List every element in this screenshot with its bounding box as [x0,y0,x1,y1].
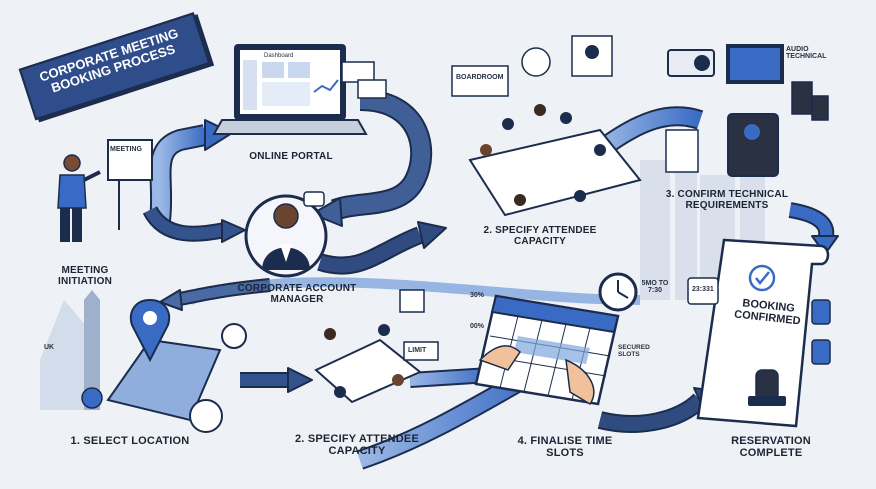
label-technical-requirements: 3. CONFIRM TECHNICAL REQUIREMENTS [665,189,789,211]
sign-meeting: MEETING [110,146,142,153]
time-range-text: 5MO TO 7:30 [641,280,669,294]
stamp-icon [748,369,786,406]
clock-icon [598,272,638,312]
sign-audio-technical: AUDIO TECHNICAL [786,46,827,60]
map-uk-label: UK [44,344,55,351]
label-account-manager: CORPORATE ACCOUNT MANAGER [237,283,357,305]
compass-icon [189,323,247,433]
laptop-dashboard-text: Dashboard [264,53,294,59]
clock-time-text: 23:331 [692,286,714,293]
calendar-icon [474,294,620,406]
label-time-slots: 4. FINALISE TIME SLOTS [517,435,613,459]
percent-bottom: 00% [470,323,485,330]
label-select-location: 1. SELECT LOCATION [70,435,190,447]
label-attendee-capacity-top: 2. SPECIFY ATTENDEE CAPACITY [483,225,597,247]
label-online-portal: ONLINE PORTAL [249,151,333,162]
map-pin-icon [40,290,222,422]
percent-top: 30% [470,292,485,299]
sign-limit: LIMIT [408,347,427,354]
label-meeting-initiation: MEETING INITIATION [57,265,113,287]
person-standing-icon [57,139,153,242]
laptop-icon [212,44,387,135]
headset-person-icon [244,191,328,278]
secured-slots-text: SECURED SLOTS [618,344,650,358]
label-reservation-complete: RESERVATION COMPLETE [731,435,811,459]
meeting-table-bottom-icon [314,289,439,404]
meeting-table-icon [451,35,642,217]
document-scroll-icon [687,238,831,428]
label-attendee-capacity-bottom: 2. SPECIFY ATTENDEE CAPACITY [294,433,419,457]
sign-boardroom: BOARDROOM [456,74,504,81]
projector-icon [665,44,829,177]
